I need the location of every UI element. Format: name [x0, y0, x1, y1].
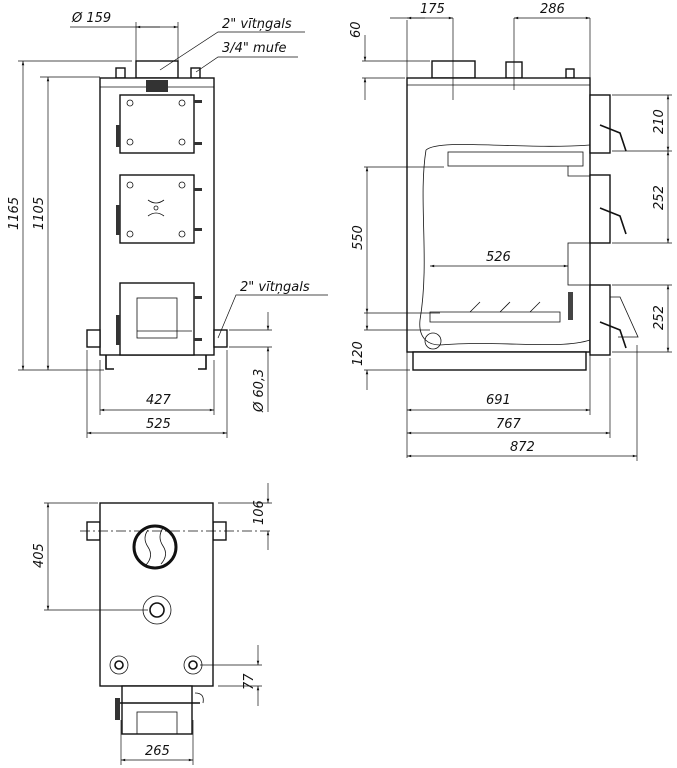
dim-body-width: 427	[146, 393, 172, 408]
lower-door	[119, 282, 195, 356]
label-top-thread: 2" vītņgals	[222, 17, 292, 32]
dim-center-offset: 405	[32, 543, 47, 568]
side-pipe-right	[213, 329, 228, 348]
flue-outlet	[132, 524, 178, 570]
side-view: 175 286 60 550 120 526 210 252 252 691 7	[349, 2, 672, 461]
dim-fitting-offset: 286	[540, 2, 565, 17]
dim-bottom-offset: 77	[242, 673, 257, 690]
grate	[429, 301, 561, 323]
socket-fitting-left	[115, 67, 126, 79]
label-side-thread: 2" vītņgals	[240, 280, 310, 295]
door-hinges	[116, 100, 202, 345]
dim-total-height: 1165	[7, 197, 22, 230]
fan-icon	[147, 199, 165, 217]
front-view: Ø 159 1165 1105 427 525 Ø 60,3 2" vītņga…	[7, 11, 328, 438]
dim-body-depth: 691	[486, 393, 511, 408]
dim-chamber-depth: 526	[486, 250, 511, 265]
side-pipe-left	[86, 329, 101, 348]
dim-chamber-height: 550	[351, 225, 366, 250]
dim-door-middle: 252	[652, 185, 667, 210]
heat-exchanger	[447, 151, 584, 167]
chimney-pipe	[135, 60, 179, 79]
dim-pipe-diameter: Ø 60,3	[252, 369, 267, 413]
chimney-pipe-side	[431, 60, 476, 79]
drain-pipe	[424, 332, 442, 350]
dim-chimney-offset: 175	[420, 2, 445, 17]
dim-overall-depth: 872	[510, 440, 535, 455]
boiler-body-side	[406, 77, 591, 353]
flange-left	[109, 655, 129, 675]
legs	[105, 355, 207, 370]
dim-body-height: 1105	[32, 197, 47, 230]
door-bolts	[126, 99, 186, 238]
upper-door	[119, 94, 195, 154]
cutaway-outline	[419, 144, 591, 346]
boiler-body-top	[99, 502, 214, 687]
socket-fitting-right	[190, 67, 201, 79]
dim-overall-width: 525	[146, 417, 171, 432]
top-view: 405 106 77 265	[32, 483, 272, 765]
side-doors	[589, 94, 639, 356]
middle-door	[119, 174, 195, 244]
dim-chimney-diameter: Ø 159	[71, 11, 111, 26]
door-window	[136, 297, 178, 339]
label-top-socket: 3/4" mufe	[222, 41, 287, 56]
dim-door-bottom: 252	[652, 305, 667, 330]
base	[412, 351, 587, 371]
brand-logo	[146, 80, 168, 92]
burner-unit	[121, 685, 193, 735]
dim-depth-with-doors: 767	[496, 417, 522, 432]
dim-burner-width: 265	[145, 744, 170, 759]
dim-base-height: 120	[351, 341, 366, 366]
dim-door-top: 210	[652, 109, 667, 134]
dim-top-offset: 60	[349, 21, 364, 38]
dim-pipe-offset: 106	[252, 500, 267, 525]
